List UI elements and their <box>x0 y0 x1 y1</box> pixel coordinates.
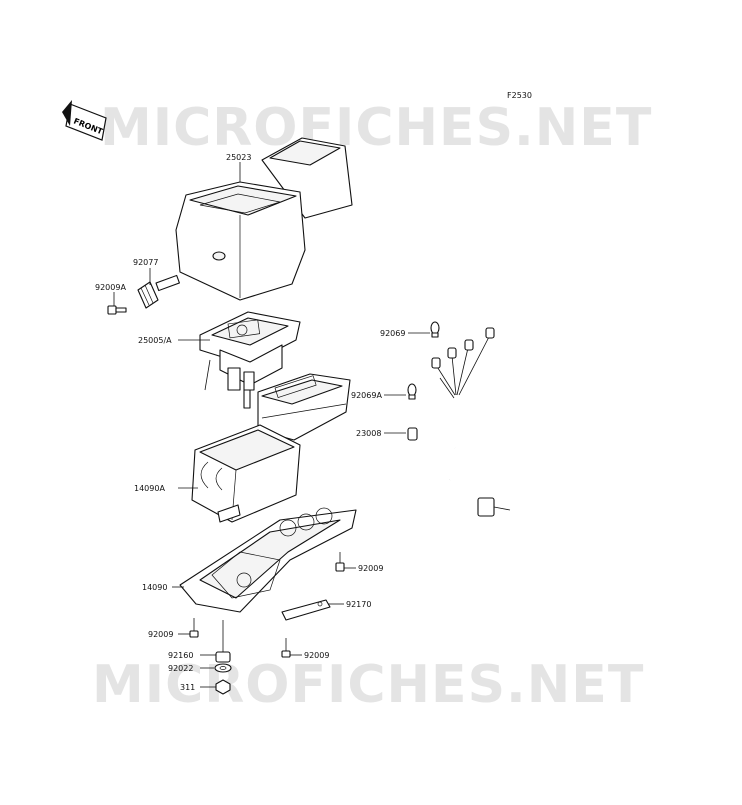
meter-assembly-25005A <box>199 311 301 409</box>
bulb-92069A <box>407 383 417 400</box>
watermark-top: MICROFICHES.NET <box>100 98 652 158</box>
grommet-92160 <box>215 620 231 663</box>
part-label-92170: 92170 <box>346 600 371 609</box>
part-label-311: 311 <box>180 683 195 692</box>
part-label-92069A: 92069A <box>351 391 382 400</box>
nut-311 <box>215 679 231 695</box>
wire-harness-23008 <box>407 327 511 517</box>
rubber-case-14090A <box>191 424 301 523</box>
screw-92009-bottom <box>281 638 291 658</box>
washer-92022 <box>214 663 232 673</box>
part-label-92022: 92022 <box>168 664 193 673</box>
knob-92077 <box>137 274 180 309</box>
part-label-92009-bottom: 92009 <box>304 651 329 660</box>
screw-92009-left <box>189 618 199 638</box>
part-label-14090A: 14090A <box>134 484 165 493</box>
figure-code: F2530 <box>507 91 532 100</box>
meter-cover-25023 <box>175 137 353 301</box>
bulb-92069 <box>430 321 440 338</box>
part-label-92009-left: 92009 <box>148 630 173 639</box>
part-label-92009A: 92009A <box>95 283 126 292</box>
part-label-25005A: 25005/A <box>138 336 172 345</box>
part-label-25023: 25023 <box>226 153 251 162</box>
screw-92009-right <box>335 552 345 572</box>
part-label-92160: 92160 <box>168 651 193 660</box>
front-arrow-icon: FRONT <box>62 100 107 141</box>
part-label-92009-right: 92009 <box>358 564 383 573</box>
part-label-92077: 92077 <box>133 258 158 267</box>
watermark-bottom: MICROFICHES.NET <box>92 655 644 715</box>
base-plate-14090 <box>179 507 357 613</box>
lens-housing <box>257 373 351 441</box>
part-label-14090: 14090 <box>142 583 167 592</box>
bracket-92170 <box>281 599 331 621</box>
part-label-23008: 23008 <box>356 429 381 438</box>
screw-92009A <box>107 305 127 315</box>
part-label-92069: 92069 <box>380 329 405 338</box>
leader-lines <box>113 162 430 688</box>
